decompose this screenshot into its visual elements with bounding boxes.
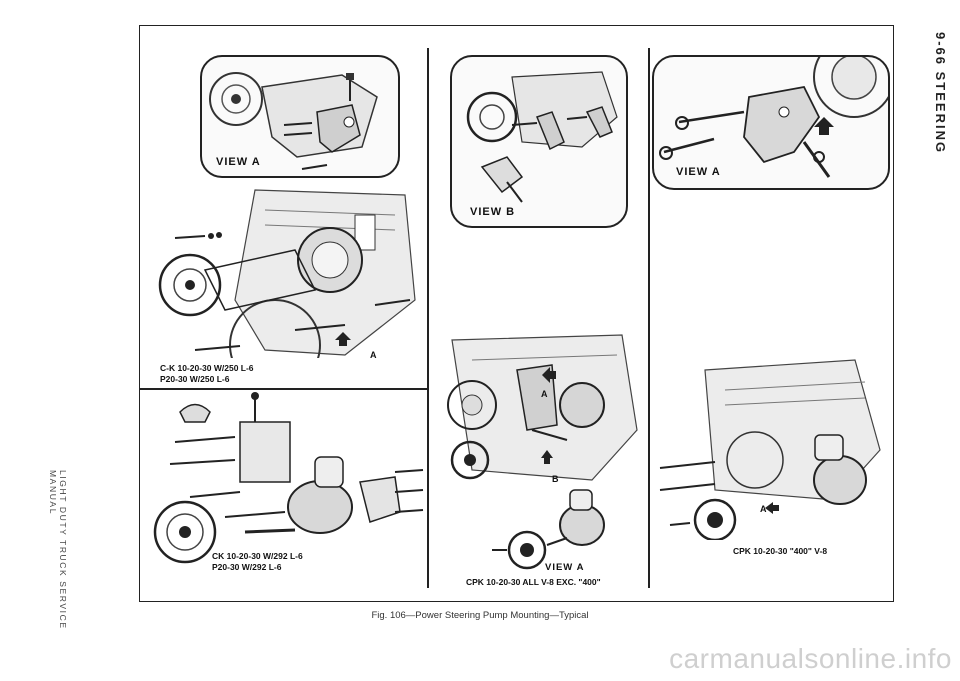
column-divider-right — [648, 48, 650, 588]
left-top-arrow-label: A — [370, 350, 377, 360]
middle-view-b-inset: VIEW B — [450, 55, 628, 228]
right-view-a-inset: VIEW A — [652, 55, 890, 190]
left-top-caption: C-K 10-20-30 W/250 L-6 P20-30 W/250 L-6 — [160, 363, 254, 385]
right-view-a-label: VIEW A — [676, 166, 721, 178]
left-bottom-caption-line2: P20-30 W/292 L-6 — [212, 562, 282, 572]
middle-engine-illustration — [447, 334, 638, 570]
right-engine-illustration — [659, 359, 881, 540]
watermark: carmanualsonline.info — [669, 643, 952, 674]
row-divider-left — [140, 388, 428, 390]
left-top-caption-line1: C-K 10-20-30 W/250 L-6 — [160, 363, 254, 373]
left-bottom-caption: CK 10-20-30 W/292 L-6 P20-30 W/292 L-6 — [212, 551, 303, 573]
right-view-a-illustration — [659, 57, 888, 178]
left-view-a-illustration — [209, 72, 378, 170]
left-view-a-label: VIEW A — [216, 156, 261, 168]
column-divider-left — [427, 48, 429, 588]
middle-view-b-illustration — [466, 71, 618, 203]
figure-caption: Fig. 106—Power Steering Pump Mounting—Ty… — [371, 610, 589, 621]
middle-arrow-b-label: B — [552, 474, 559, 484]
middle-view-a-label: VIEW A — [545, 562, 585, 573]
left-bottom-exploded-illustration — [153, 392, 424, 564]
figure-frame — [139, 25, 894, 602]
left-bottom-caption-line1: CK 10-20-30 W/292 L-6 — [212, 551, 303, 561]
left-top-caption-line2: P20-30 W/250 L-6 — [160, 374, 230, 384]
right-caption: CPK 10-20-30 "400" V-8 — [733, 546, 828, 556]
middle-caption: CPK 10-20-30 ALL V-8 EXC. "400" — [466, 577, 601, 587]
middle-arrow-a-label: A — [541, 389, 548, 399]
middle-view-b-label: VIEW B — [470, 206, 516, 218]
left-view-a-inset: VIEW A — [200, 55, 400, 178]
left-top-engine-illustration — [158, 189, 416, 358]
right-arrow-label: A — [760, 504, 767, 514]
page-header-section: 9-66 STEERING — [933, 32, 948, 155]
side-label-left: LIGHT DUTY TRUCK SERVICE MANUAL — [48, 470, 68, 630]
